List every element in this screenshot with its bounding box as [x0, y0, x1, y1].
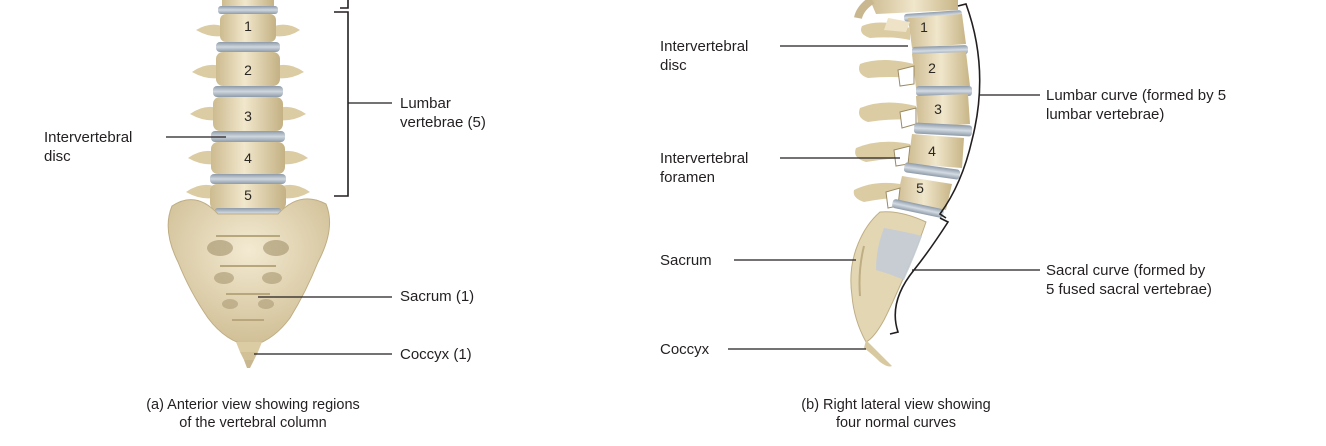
caption-b-line2: four normal curves — [835, 415, 957, 431]
disc-l4-l5 — [210, 174, 286, 184]
vertebra-b-l2 — [859, 52, 970, 88]
lumbar-bracket — [334, 11, 349, 197]
caption-a-line1: (a) Anterior view showing regions — [146, 397, 360, 413]
sacrum-anterior — [167, 198, 331, 347]
label-sacrum-a: Sacrum (1) — [400, 288, 475, 305]
label-intervertebral-disc-a: Intervertebral disc — [44, 128, 132, 166]
disc-l2-l3 — [213, 86, 283, 97]
label-lumbar-curve: Lumbar curve (formed by 5 lumbar vertebr… — [1046, 86, 1226, 124]
vertebra-number-b4: 4 — [928, 143, 936, 159]
vertebra-b-l3 — [859, 94, 970, 129]
caption-panel-a: (a) Anterior view showing regions of the… — [100, 396, 406, 432]
disc-l3-l4 — [211, 131, 285, 142]
label-intervertebral-disc-b: Intervertebral disc — [660, 37, 748, 75]
disc-l1-l2 — [216, 42, 280, 52]
disc-b2 — [916, 86, 972, 96]
vertebra-b-l4 — [855, 134, 964, 168]
label-coccyx-a: Coccyx (1) — [400, 346, 472, 363]
vertebra-l2 — [192, 52, 304, 86]
thoracic-vertebra-partial-b — [854, 0, 958, 20]
label-disc-b-line2: disc — [660, 57, 687, 74]
disc-b4 — [903, 162, 961, 180]
coccyx-lateral — [864, 340, 892, 367]
lumbar-curve-bracket — [938, 3, 981, 219]
label-coccyx-b: Coccyx — [660, 341, 710, 358]
vertebra-l1 — [196, 14, 300, 42]
caption-panel-b: (b) Right lateral view showing four norm… — [760, 396, 1032, 432]
label-lumbar-line2: vertebrae (5) — [400, 114, 486, 131]
label-foramen-line2: foramen — [660, 169, 716, 186]
disc-b3 — [913, 122, 973, 137]
vertebra-l5 — [186, 184, 310, 210]
caption-b-line1: (b) Right lateral view showing — [801, 397, 991, 413]
vertebra-b-l5 — [853, 176, 952, 210]
vertebra-b-l1 — [861, 14, 966, 48]
vertebra-l3 — [190, 97, 306, 131]
label-sacrum-b: Sacrum — [660, 252, 712, 269]
vertebra-number-a1: 1 — [244, 18, 252, 34]
vertebra-number-b1: 1 — [920, 19, 928, 35]
label-sacral-curve-line2: 5 fused sacral vertebrae) — [1046, 281, 1212, 298]
label-lumbar-line1: Lumbar — [400, 95, 451, 112]
sacrum-lateral — [850, 211, 927, 343]
label-disc-a-line1: Intervertebral — [44, 129, 133, 146]
label-sacral-curve: Sacral curve (formed by 5 fused sacral v… — [1046, 261, 1212, 299]
coccyx-anterior — [236, 342, 262, 368]
vertebra-number-b2: 2 — [928, 60, 936, 76]
vertebra-number-a3: 3 — [244, 108, 252, 124]
label-lumbar-vertebrae: Lumbar vertebrae (5) — [400, 94, 486, 132]
thoracic-vertebra-partial — [218, 0, 278, 14]
vertebra-number-b5: 5 — [916, 180, 924, 196]
vertebra-number-b3: 3 — [934, 101, 942, 117]
vertebra-number-a2: 2 — [244, 62, 252, 78]
bracket-thoracic-end — [340, 0, 349, 9]
label-lumbar-curve-line1: Lumbar curve (formed by 5 — [1046, 87, 1227, 104]
disc-b5 — [892, 199, 944, 218]
label-sacral-curve-line1: Sacral curve (formed by — [1046, 262, 1206, 279]
vertebra-number-a5: 5 — [244, 187, 252, 203]
vertebra-l4 — [188, 142, 308, 174]
label-foramen-line1: Intervertebral — [660, 150, 749, 167]
label-disc-b-line1: Intervertebral — [660, 38, 749, 55]
label-intervertebral-foramen: Intervertebral foramen — [660, 149, 748, 187]
label-lumbar-curve-line2: lumbar vertebrae) — [1046, 106, 1165, 123]
label-disc-a-line2: disc — [44, 148, 71, 165]
vertebra-number-a4: 4 — [244, 150, 252, 166]
caption-a-line2: of the vertebral column — [179, 415, 327, 431]
